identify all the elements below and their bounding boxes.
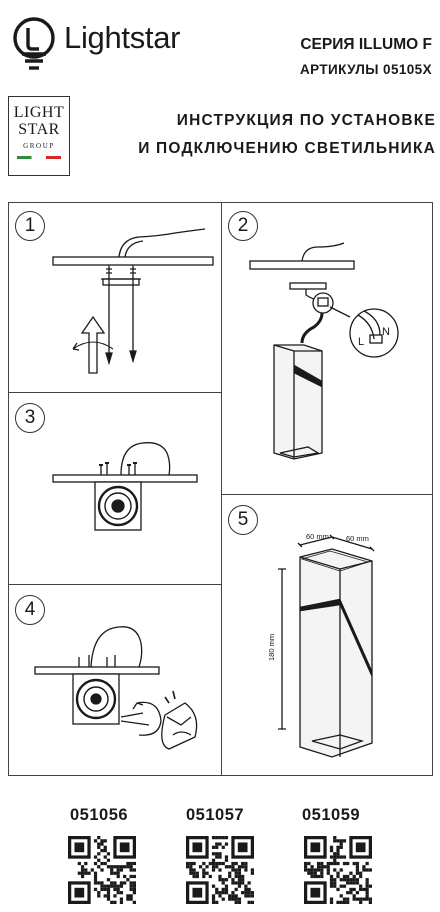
step-number: 5	[228, 505, 258, 535]
dimensions-diagram: 60 mm 60 mm 180 mm	[267, 532, 375, 758]
step-number: 2	[228, 211, 258, 241]
badge-line-star: STAR	[18, 121, 60, 138]
wire-label-n: N	[382, 326, 390, 338]
article-code-051059: 051059	[302, 806, 361, 824]
brand-name: Lightstar	[64, 20, 181, 55]
step-4-panel: 4	[8, 584, 222, 776]
dimension-width-label: 60 mm	[306, 532, 329, 541]
wire-label-l: L	[358, 336, 364, 348]
step-number: 3	[15, 403, 45, 433]
wiring-connection-diagram: L N	[249, 242, 399, 460]
dimension-depth-label: 60 mm	[346, 534, 369, 543]
step-5-panel: 5 60 mm 60 mm 180 mm	[221, 494, 433, 776]
mounting-bracket-diagram	[52, 228, 214, 374]
italian-flag-stripe	[17, 156, 61, 159]
lightstar-logo-icon	[13, 17, 55, 70]
qr-code-icon[interactable]	[186, 836, 254, 904]
step-3-panel: 3	[8, 392, 222, 586]
instructions-title-line2: И ПОДКЛЮЧЕНИЮ СВЕТИЛЬНИКА	[138, 140, 436, 157]
step-number: 1	[15, 211, 45, 241]
lamp-mounted-diagram	[52, 442, 198, 531]
articles-title: АРТИКУЛЫ 05105X	[300, 62, 432, 77]
instructions-title-line1: ИНСТРУКЦИЯ ПО УСТАНОВКЕ	[176, 112, 436, 129]
article-code-051056: 051056	[70, 806, 129, 824]
series-title: СЕРИЯ ILLUMO F	[300, 36, 432, 53]
qr-code-icon[interactable]	[68, 836, 136, 904]
step-1-panel: 1	[8, 202, 222, 394]
dimension-height-label: 180 mm	[267, 634, 276, 661]
bulb-installation-diagram	[34, 626, 198, 750]
badge-line-light: LIGHT	[13, 104, 65, 121]
qr-code-icon[interactable]	[304, 836, 372, 904]
badge-line-group: GROUP	[23, 142, 55, 150]
article-code-051057: 051057	[186, 806, 245, 824]
step-number: 4	[15, 595, 45, 625]
step-2-panel: 2 L N	[221, 202, 433, 496]
lightstar-group-badge: LIGHT STAR GROUP	[8, 96, 70, 176]
